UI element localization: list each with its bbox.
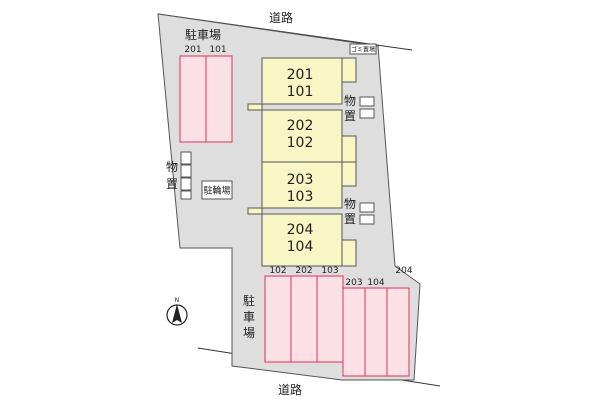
bottom-space-label-103: 103 xyxy=(321,266,338,276)
building-bump-3 xyxy=(341,161,357,187)
bicycle-parking-label: 駐輪場 xyxy=(203,185,230,197)
unit-lower-2: 102 xyxy=(287,135,314,151)
top-parking-label: 駐車場 xyxy=(185,27,221,42)
storage-right-upper-box-1 xyxy=(359,96,375,107)
top-road-label: 道路 xyxy=(269,10,293,25)
unit-lower-3: 103 xyxy=(287,189,314,205)
bottom-parking-char-3: 場 xyxy=(243,326,255,340)
unit-lower-1: 101 xyxy=(287,84,314,100)
storage-right-upper-char-2: 置 xyxy=(344,109,356,123)
bottom-space-label-202: 202 xyxy=(295,266,312,276)
bottom-parking-left xyxy=(264,275,344,363)
bicycle-parking xyxy=(201,180,233,200)
top-space-label-201: 201 xyxy=(184,45,201,55)
compass: N xyxy=(166,297,188,326)
storage-left-box-1 xyxy=(180,151,192,165)
top-parking xyxy=(179,55,233,143)
storage-right-lower-box-1 xyxy=(359,202,375,213)
north-arrow-icon xyxy=(172,304,182,323)
building-bump-4 xyxy=(341,239,357,267)
parking-space-202 xyxy=(290,275,318,363)
bottom-space-label-204: 204 xyxy=(395,266,412,276)
parking-space-204 xyxy=(386,287,410,377)
parking-space-104 xyxy=(364,287,388,377)
bottom-parking-char-2: 車 xyxy=(243,310,255,324)
unit-block-3 xyxy=(247,161,343,215)
garbage-area xyxy=(349,43,377,55)
compass-north-label: N xyxy=(175,297,180,304)
building-bump-2 xyxy=(341,135,357,163)
storage-left-box-3 xyxy=(180,177,192,191)
unit-upper-4: 204 xyxy=(287,222,314,238)
unit-upper-3: 203 xyxy=(287,172,314,188)
unit-lower-4: 104 xyxy=(287,239,314,255)
parking-space-201 xyxy=(179,55,207,143)
storage-left-box-4 xyxy=(180,190,192,200)
parking-space-103 xyxy=(316,275,344,363)
bottom-parking-char-1: 駐 xyxy=(243,293,255,308)
bottom-space-label-104: 104 xyxy=(367,278,384,288)
bottom-road-label: 道路 xyxy=(278,382,302,397)
building-bump-1 xyxy=(341,57,357,83)
building xyxy=(247,57,357,267)
parking-space-102 xyxy=(264,275,292,363)
storage-left-char-2: 置 xyxy=(166,177,178,191)
bottom-space-label-203: 203 xyxy=(345,278,362,288)
storage-right-lower-char-1: 物 xyxy=(344,197,356,211)
unit-upper-2: 202 xyxy=(287,118,314,134)
storage-left-char-1: 物 xyxy=(166,160,178,174)
garbage-label: ゴミ置場 xyxy=(351,46,375,54)
top-space-label-101: 101 xyxy=(209,45,226,55)
storage-right-upper-char-1: 物 xyxy=(344,94,356,108)
storage-right-lower-box-2 xyxy=(359,214,375,225)
bottom-parking-right xyxy=(342,287,410,377)
parking-space-101 xyxy=(205,55,233,143)
storage-left-box-2 xyxy=(180,164,192,178)
parking-space-203 xyxy=(342,287,366,377)
storage-right-lower-char-2: 置 xyxy=(344,212,356,226)
bottom-space-label-102: 102 xyxy=(269,266,286,276)
unit-upper-1: 201 xyxy=(287,67,314,83)
storage-right-upper-box-2 xyxy=(359,108,375,119)
